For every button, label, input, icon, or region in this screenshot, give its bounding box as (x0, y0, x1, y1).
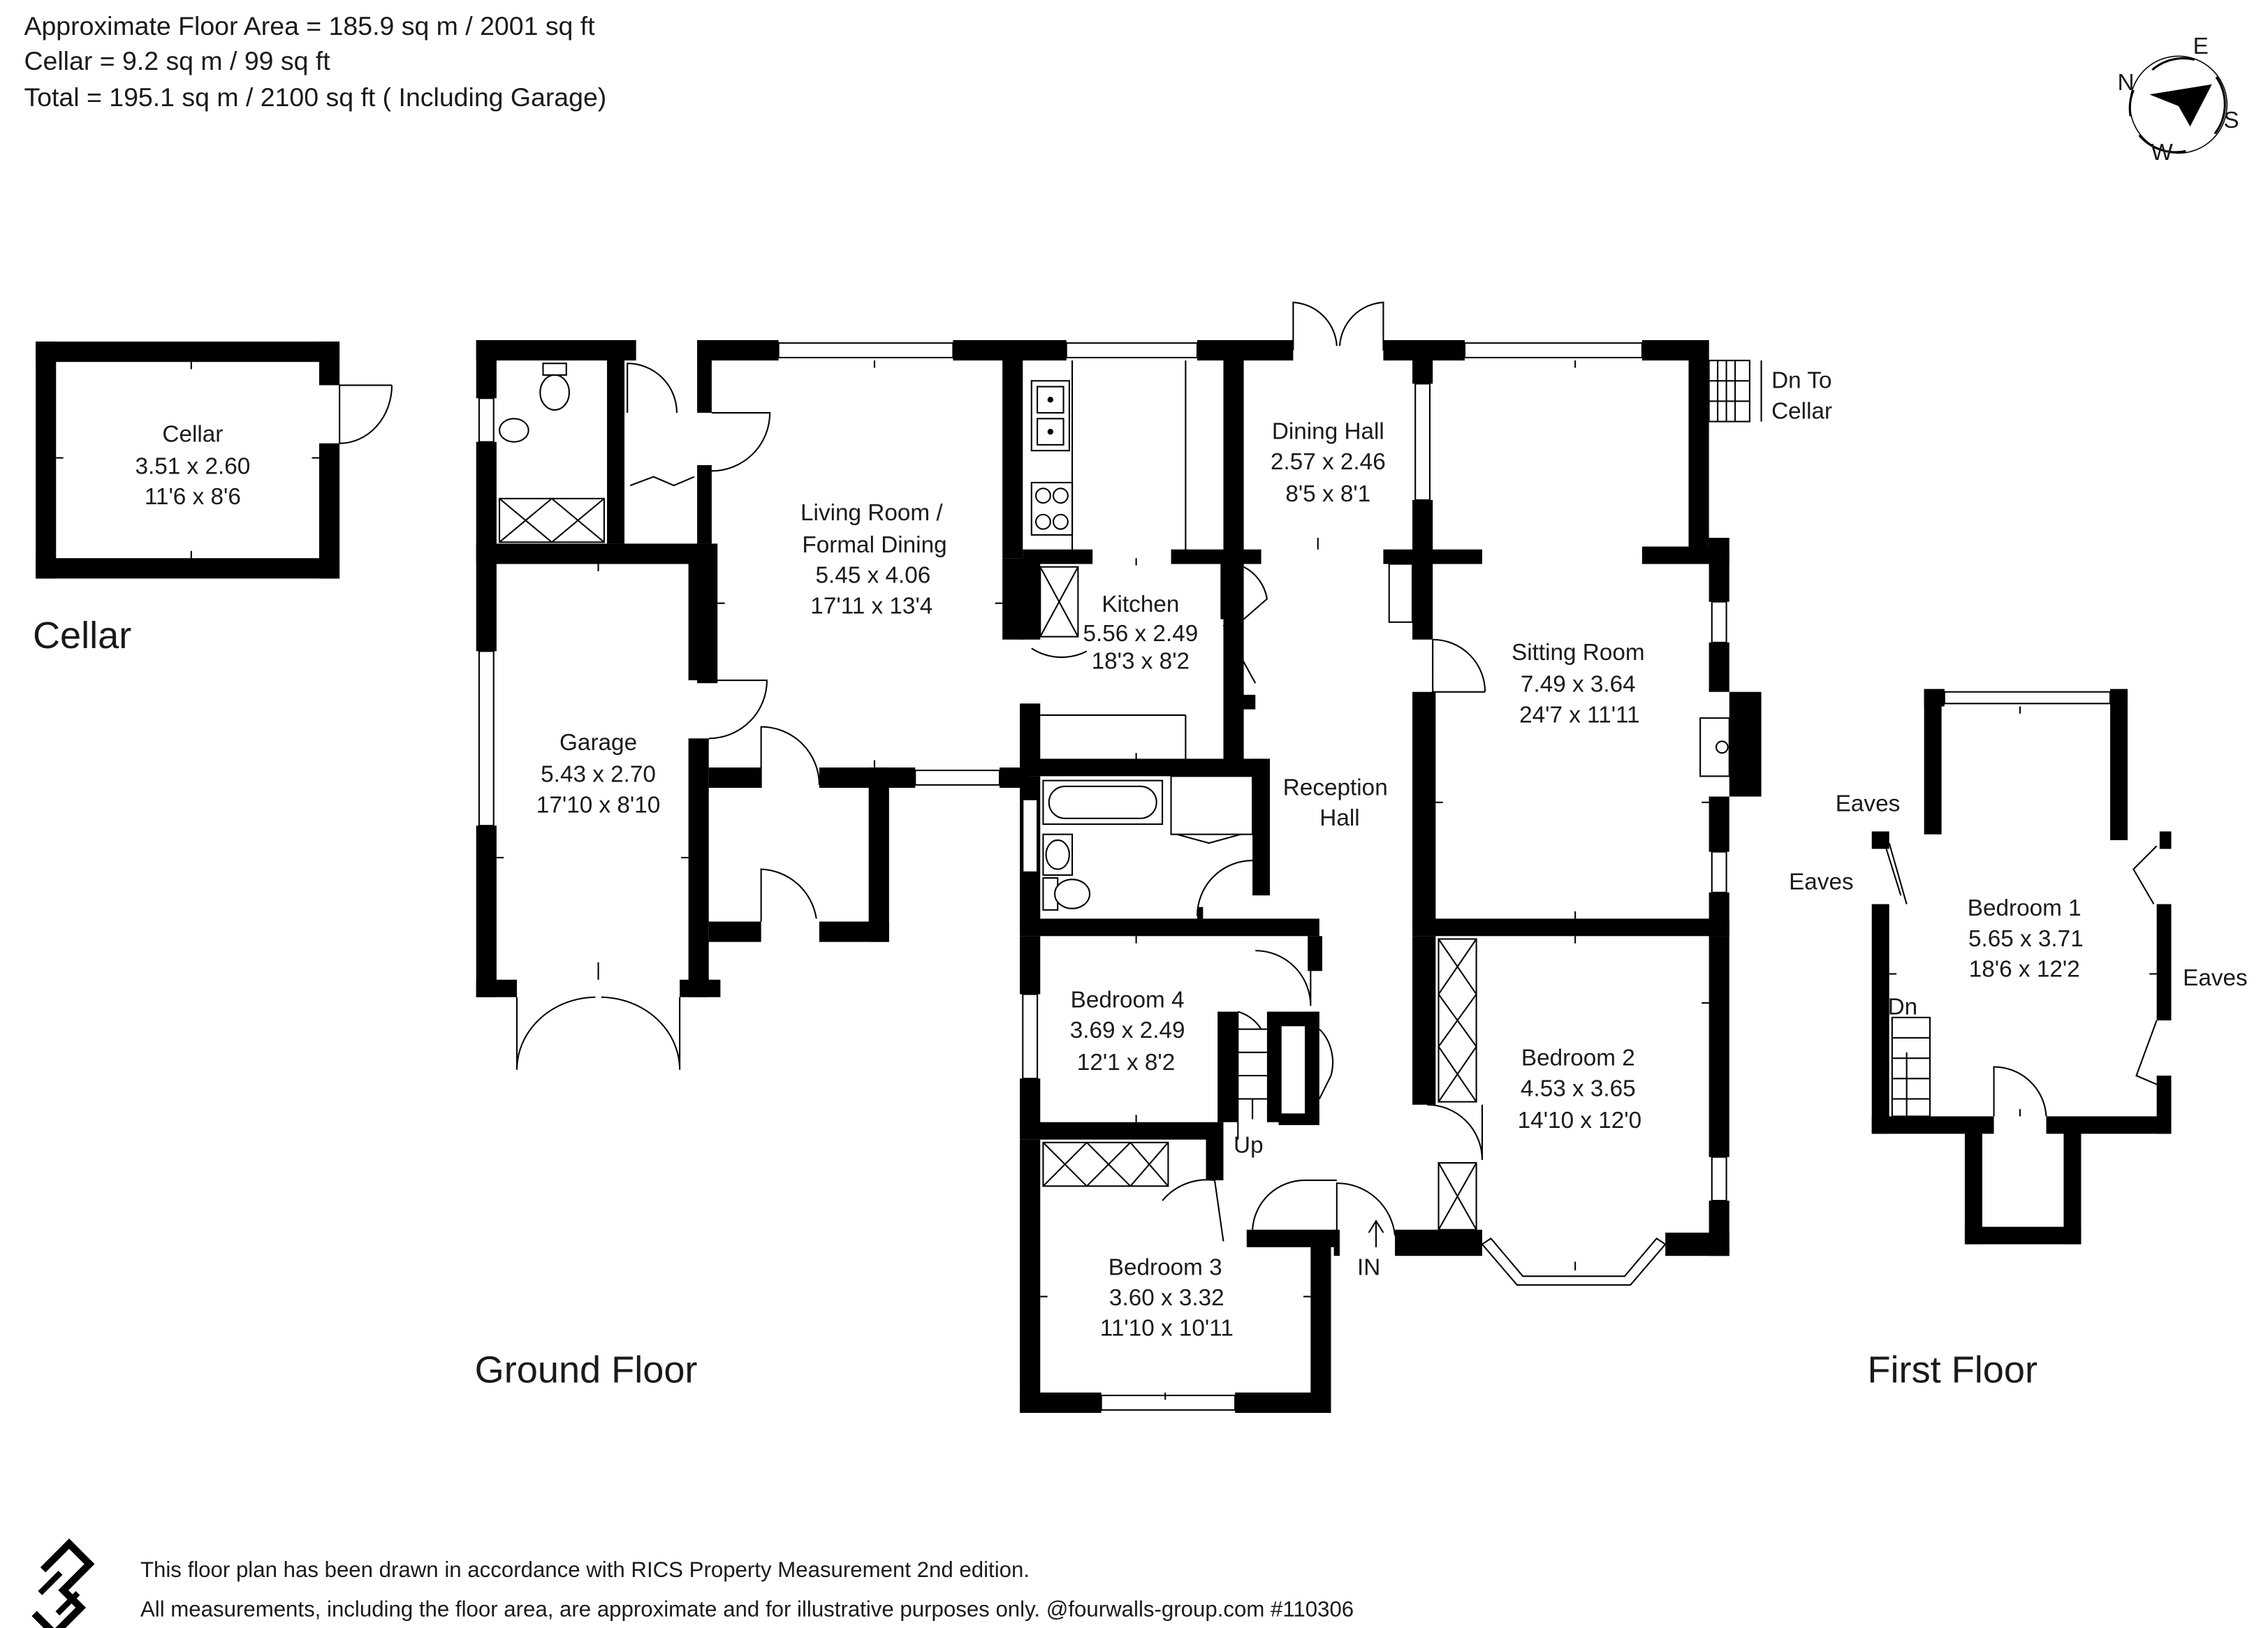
eaves-label-left: Eaves (1789, 870, 1854, 895)
first-floor-plan (1871, 689, 2172, 1245)
kitchen-imperial: 18'3 x 8'2 (1092, 648, 1190, 674)
floor-area-text: Approximate Floor Area = 185.9 sq m / 20… (24, 11, 595, 41)
bedroom-4-label: Bedroom 4 3.69 x 2.49 12'1 x 8'2 (1070, 987, 1185, 1075)
bedroom-2-label: Bedroom 2 4.53 x 3.65 14'10 x 12'0 (1518, 1046, 1642, 1134)
compass-w: W (2151, 140, 2173, 166)
cellar-room-metric: 3.51 x 2.60 (136, 453, 251, 479)
sitting-room-label: Sitting Room 7.49 x 3.64 24'7 x 11'11 (1512, 640, 1645, 728)
bedroom-2-name: Bedroom 2 (1521, 1046, 1635, 1071)
compass-e: E (2193, 34, 2209, 59)
bedroom-1-name: Bedroom 1 (1968, 895, 2082, 921)
entrance-in-label: IN (1357, 1254, 1380, 1280)
bedroom-4-imperial: 12'1 x 8'2 (1077, 1050, 1175, 1076)
dn-to-label: Dn To (1771, 368, 1831, 394)
cellar-room-name: Cellar (162, 422, 223, 448)
sitting-room-name: Sitting Room (1512, 640, 1645, 666)
kitchen-metric: 5.56 x 2.49 (1083, 621, 1198, 647)
bedroom-4-metric: 3.69 x 2.49 (1070, 1018, 1185, 1043)
bedroom-3-imperial: 11'10 x 10'11 (1100, 1316, 1234, 1342)
cellar-floor-title: Cellar (33, 615, 131, 657)
dining-hall-label: Dining Hall 2.57 x 2.46 8'5 x 8'1 (1271, 419, 1386, 507)
dining-hall-imperial: 8'5 x 8'1 (1285, 481, 1370, 507)
sitting-room-metric: 7.49 x 3.64 (1521, 672, 1636, 698)
reception-hall-label: Reception Hall (1283, 775, 1388, 831)
living-room-label: Living Room / Formal Dining 5.45 x 4.06 … (800, 500, 947, 619)
cellar-room-imperial: 11'6 x 8'6 (145, 484, 241, 510)
dining-hall-metric: 2.57 x 2.46 (1271, 449, 1386, 475)
living-room-imperial: 17'11 x 13'4 (810, 593, 932, 619)
living-room-name-1: Living Room / (800, 500, 943, 526)
dn-to-cellar-label: Cellar (1771, 398, 1832, 424)
kitchen-name: Kitchen (1102, 592, 1179, 617)
reception-hall-name-2: Hall (1319, 805, 1359, 831)
kitchen-label: Kitchen 5.56 x 2.49 18'3 x 8'2 (1083, 592, 1198, 674)
sitting-room-imperial: 24'7 x 11'11 (1519, 702, 1640, 728)
footer-rics-note: This floor plan has been drawn in accord… (140, 1557, 1030, 1582)
fourwalls-logo-icon (31, 1538, 95, 1628)
compass-icon: N E S W (2117, 34, 2239, 166)
living-room-metric: 5.45 x 4.06 (816, 563, 931, 589)
bedroom-1-imperial: 18'6 x 12'2 (1969, 957, 2080, 983)
reception-hall-name-1: Reception (1283, 775, 1388, 800)
dining-hall-name: Dining Hall (1272, 419, 1384, 445)
stairs-up-label: Up (1234, 1132, 1264, 1158)
bedroom-3-name: Bedroom 3 (1109, 1254, 1222, 1280)
stairs-dn-label: Dn (1888, 995, 1918, 1020)
first-floor-title: First Floor (1867, 1349, 2037, 1391)
ground-floor-plan (476, 301, 1762, 1413)
area-summary: Approximate Floor Area = 185.9 sq m / 20… (24, 11, 606, 112)
bedroom-4-name: Bedroom 4 (1071, 987, 1185, 1013)
bedroom-3-metric: 3.60 x 3.32 (1109, 1285, 1224, 1311)
eaves-label-top: Eaves (1836, 791, 1901, 816)
ground-floor-title: Ground Floor (475, 1349, 698, 1391)
bedroom-3-label: Bedroom 3 3.60 x 3.32 11'10 x 10'11 (1100, 1254, 1234, 1341)
eaves-label-right: Eaves (2183, 965, 2248, 991)
bedroom-1-label: Bedroom 1 5.65 x 3.71 18'6 x 12'2 (1968, 895, 2084, 982)
living-room-name-2: Formal Dining (802, 532, 946, 558)
garage-metric: 5.43 x 2.70 (541, 762, 656, 788)
bedroom-2-imperial: 14'10 x 12'0 (1518, 1108, 1642, 1134)
garage-name: Garage (559, 730, 637, 756)
compass-n: N (2117, 70, 2134, 96)
total-area-text: Total = 195.1 sq m / 2100 sq ft ( Includ… (24, 82, 606, 112)
compass-s: S (2223, 108, 2239, 133)
cellar-plan: Cellar 3.51 x 2.60 11'6 x 8'6 (36, 342, 393, 579)
bedroom-2-metric: 4.53 x 3.65 (1521, 1076, 1636, 1101)
garage-label: Garage 5.43 x 2.70 17'10 x 8'10 (536, 730, 661, 818)
garage-imperial: 17'10 x 8'10 (536, 792, 661, 818)
cellar-area-text: Cellar = 9.2 sq m / 99 sq ft (24, 46, 330, 75)
bedroom-1-metric: 5.65 x 3.71 (1968, 926, 2084, 952)
footer-disclaimer: All measurements, including the floor ar… (140, 1597, 1354, 1621)
